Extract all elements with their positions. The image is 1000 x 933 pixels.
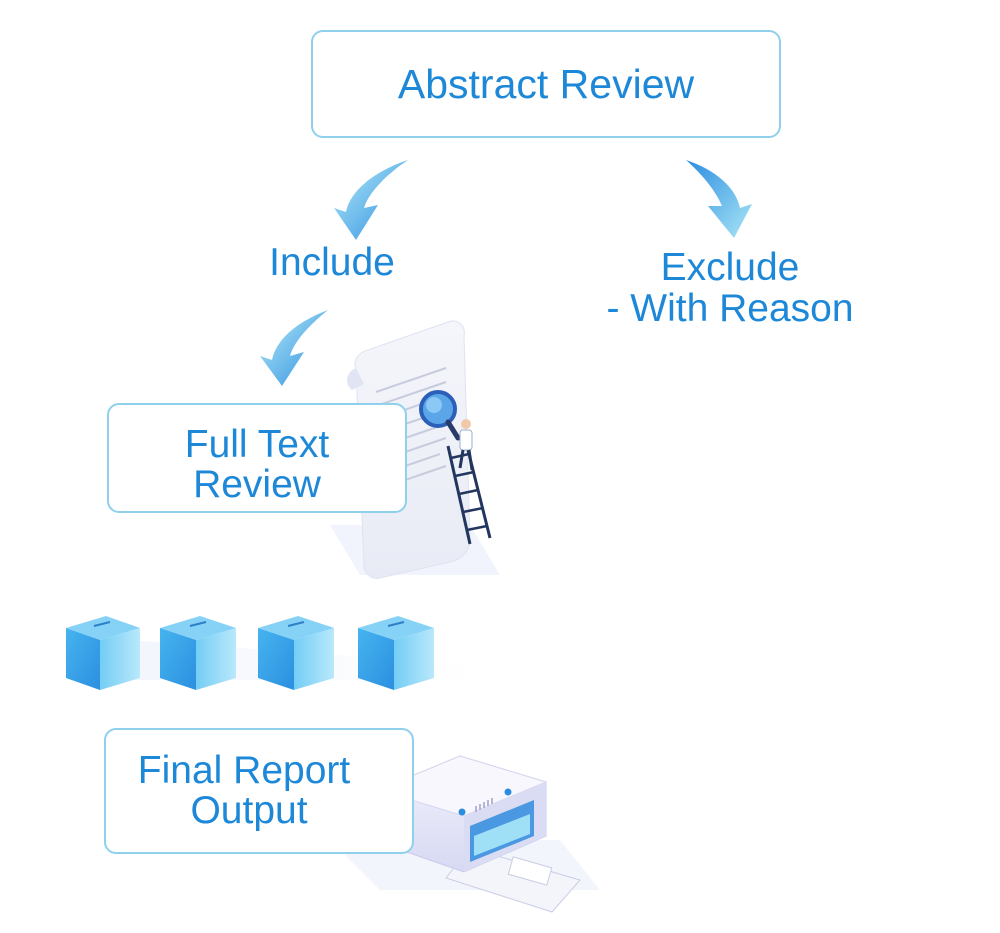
final-report-label-line1: Final Report xyxy=(137,749,351,792)
cube-icon xyxy=(258,616,334,690)
abstract-review-box xyxy=(311,30,781,138)
arrow-to-full-text-icon xyxy=(260,310,328,386)
exclude-label: Exclude xyxy=(660,246,800,289)
cube-icon xyxy=(358,616,434,690)
full-text-review-label-line1: Full Text xyxy=(184,423,330,466)
exclude-reason-label: - With Reason xyxy=(606,287,854,330)
full-text-review-box xyxy=(107,403,407,513)
final-report-label-line2: Output xyxy=(190,789,308,832)
arrow-to-include-icon xyxy=(334,160,408,240)
abstract-review-label: Abstract Review xyxy=(397,61,695,107)
ladder-person-icon xyxy=(446,419,492,545)
cube-row xyxy=(66,616,480,690)
include-label: Include xyxy=(269,241,395,284)
full-text-review-label-line2: Review xyxy=(193,463,321,506)
cube-icon xyxy=(160,616,236,690)
arrow-to-exclude-icon xyxy=(686,160,752,238)
cube-icon xyxy=(66,616,140,690)
final-report-output-box xyxy=(104,728,414,854)
